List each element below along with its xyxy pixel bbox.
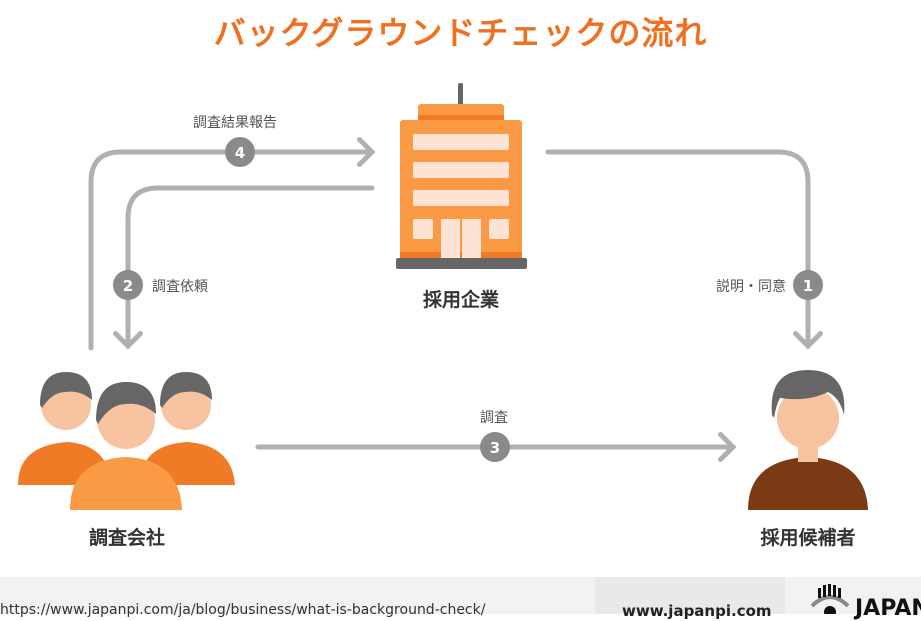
arrow-step-4 xyxy=(88,137,376,351)
footer-url-link[interactable]: https://www.japanpi.com/ja/blog/business… xyxy=(0,602,486,618)
step-1-label: 説明・同意 xyxy=(716,279,786,295)
svg-text:2: 2 xyxy=(123,277,133,295)
diagram-title: バックグラウンドチェックの流れ xyxy=(213,14,708,52)
step-3-label: 調査 xyxy=(480,410,508,426)
svg-text:3: 3 xyxy=(490,439,500,457)
arrow-step-2 xyxy=(113,185,375,350)
step-4-label: 調査結果報告 xyxy=(193,115,277,131)
agency-label: 調査会社 xyxy=(88,527,166,549)
company-building-icon xyxy=(396,83,527,269)
step-badge-2: 2 xyxy=(113,270,143,300)
logo-icon xyxy=(810,584,850,614)
candidate-label: 採用候補者 xyxy=(760,527,856,549)
step-badge-1: 1 xyxy=(793,270,823,300)
agency-people-icon xyxy=(18,372,235,510)
step-badge-4: 4 xyxy=(225,137,255,167)
step-badge-3: 3 xyxy=(480,432,510,462)
candidate-person-icon xyxy=(748,370,868,510)
logo-text: JAPAN xyxy=(855,596,921,621)
company-label: 採用企業 xyxy=(422,289,500,311)
svg-text:4: 4 xyxy=(235,144,245,162)
step-2-label: 調査依頼 xyxy=(152,279,208,295)
footer-site-link[interactable]: www.japanpi.com xyxy=(622,602,772,620)
footer-site-panel xyxy=(595,577,785,614)
arrow-step-1 xyxy=(545,149,823,350)
svg-text:1: 1 xyxy=(803,277,813,295)
